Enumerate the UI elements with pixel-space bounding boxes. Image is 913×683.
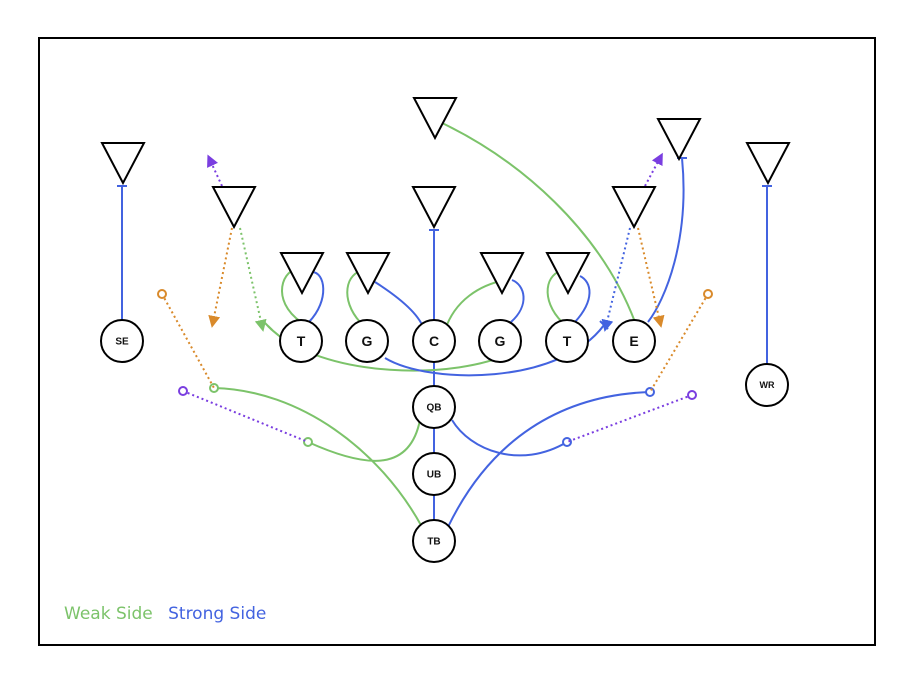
rt-strong-loop: [574, 275, 591, 323]
qb-weak-route: [307, 419, 421, 462]
player-tb: TB: [412, 519, 456, 563]
left-lb-orange-drop: [208, 227, 233, 328]
player-label: T: [297, 333, 306, 349]
player-label: SE: [115, 337, 129, 348]
player-circle: [100, 319, 144, 363]
player-label: E: [629, 333, 638, 349]
player-circle: [745, 363, 789, 407]
tb-weak-route: [213, 387, 423, 528]
defender-right-corner: [745, 142, 791, 186]
player-label: T: [563, 333, 572, 349]
player-label: C: [429, 333, 439, 349]
player-c: C: [412, 319, 456, 363]
player-circle: [478, 319, 522, 363]
lg-strong-loop: [374, 281, 425, 331]
play-diagram-frame: [38, 37, 876, 646]
right-lb-orange-drop: [637, 227, 665, 328]
strong-pitch-marker: [562, 437, 572, 447]
strong-orange-marker: [703, 289, 713, 299]
strong-orange-dotted: [649, 293, 709, 393]
player-label: UB: [427, 470, 441, 481]
player-se: SE: [100, 319, 144, 363]
left-lb-green-fill: [239, 227, 267, 332]
lt-strong-loop: [308, 271, 325, 323]
defender-right-guard: [479, 252, 525, 296]
right-lb-blue-fill: [601, 227, 631, 332]
defender-right-lb: [611, 186, 657, 230]
player-qb: QB: [412, 385, 456, 429]
player-circle: [279, 319, 323, 363]
weak-purple-dotted: [182, 390, 309, 443]
player-lt: T: [279, 319, 323, 363]
defense-layer: [100, 97, 791, 296]
defender-middle-lb: [411, 186, 457, 230]
player-circle: [412, 452, 456, 496]
player-wr: WR: [745, 363, 789, 407]
weak-purple-marker: [178, 386, 188, 396]
player-label: QB: [427, 403, 442, 414]
player-ub: UB: [412, 452, 456, 496]
player-circle: [612, 319, 656, 363]
rg-strong-loop: [510, 279, 525, 323]
player-e: E: [612, 319, 656, 363]
player-label: G: [362, 333, 373, 349]
defender-right-halfback: [656, 118, 702, 162]
safety-weak-curve: [439, 121, 636, 323]
defender-safety: [412, 97, 458, 141]
defender-right-tackle: [545, 252, 591, 296]
player-rt: T: [545, 319, 589, 363]
weak-orange-dotted: [161, 293, 215, 389]
weak-read-marker: [209, 383, 219, 393]
tb-strong-route: [447, 391, 651, 528]
player-label: G: [495, 333, 506, 349]
player-rg: G: [478, 319, 522, 363]
player-circle: [345, 319, 389, 363]
player-circle: [545, 319, 589, 363]
player-lg: G: [345, 319, 389, 363]
legend-weak-side: Weak Side: [64, 604, 153, 624]
legend-strong-side: Strong Side: [168, 604, 267, 624]
right-lb-purple-drop: [644, 152, 663, 187]
qb-strong-route: [451, 419, 568, 457]
offense-layer: SE T G C G T E WR QB UB TB: [100, 319, 789, 563]
e-strong-route: [647, 157, 685, 323]
player-circle: [412, 385, 456, 429]
defender-left-corner: [100, 142, 146, 186]
left-lb-purple-drop: [207, 154, 223, 187]
lt-cross-weak-end: [263, 321, 273, 331]
defender-left-tackle: [279, 252, 325, 296]
player-label: TB: [427, 537, 440, 548]
weak-orange-marker: [157, 289, 167, 299]
player-circle: [412, 319, 456, 363]
player-label: WR: [760, 380, 775, 390]
player-circle: [412, 519, 456, 563]
defender-left-guard: [345, 252, 391, 296]
defender-left-lb: [211, 186, 257, 230]
strong-purple-dotted: [566, 394, 693, 443]
strong-purple-marker: [687, 390, 697, 400]
legend: Weak Side Strong Side: [64, 604, 276, 624]
